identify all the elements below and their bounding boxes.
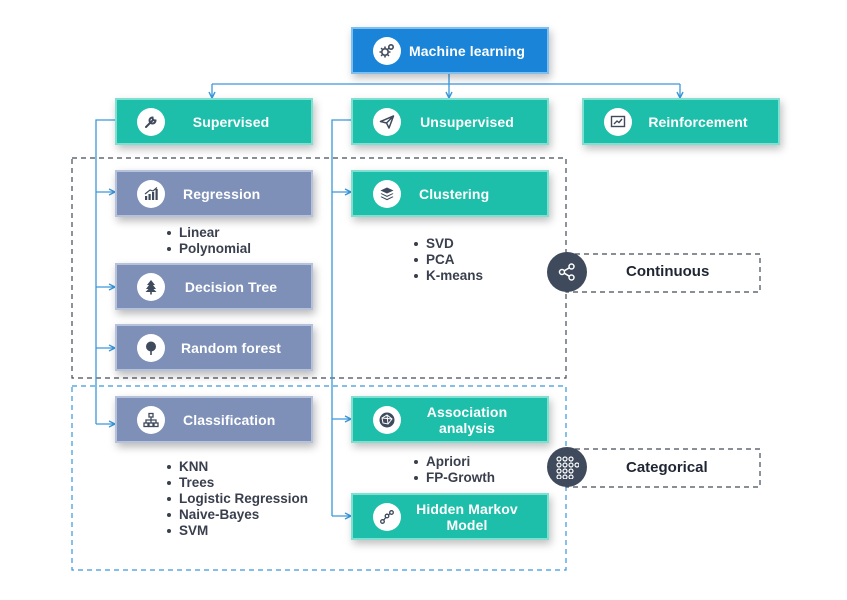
list-item: SVD: [413, 236, 483, 252]
list-item: K-means: [413, 268, 483, 284]
wrench-icon: [137, 107, 165, 136]
list-item: FP-Growth: [413, 470, 495, 486]
gears-icon: [373, 36, 401, 65]
association-analysis-label: Association analysis: [426, 403, 508, 436]
random-forest-node: Random forest: [115, 324, 313, 371]
list-item: KNN: [166, 459, 308, 475]
list-item: Polynomial: [166, 241, 251, 257]
continuous-label: Continuous: [626, 263, 710, 280]
supervised-label: Supervised: [192, 113, 270, 130]
unsupervised-label: Unsupervised: [420, 113, 514, 130]
clustering-label: Clustering: [419, 185, 490, 202]
classification-label: Classification: [183, 411, 276, 428]
reinforcement-label: Reinforcement: [648, 113, 748, 130]
decision-tree-node: Decision Tree: [115, 263, 313, 310]
clustering-list: SVD PCA K-means: [413, 236, 483, 284]
share-icon: [557, 262, 577, 282]
continuous-badge: [547, 252, 587, 292]
association-analysis-node: Association analysis: [351, 396, 549, 443]
list-item: Logistic Regression: [166, 491, 308, 507]
globe-network-icon: [373, 405, 401, 434]
bar-chart-icon: [137, 179, 165, 208]
clustering-node: Clustering: [351, 170, 549, 217]
list-item: Apriori: [413, 454, 495, 470]
hidden-markov-model-label: Hidden Markov Model: [416, 500, 518, 533]
hidden-markov-model-node: Hidden Markov Model: [351, 493, 549, 540]
machine-learning-node: Machine learning: [351, 27, 549, 74]
random-forest-label: Random forest: [180, 339, 282, 356]
classification-list: KNN Trees Logistic Regression Naive-Baye…: [166, 459, 308, 539]
unsupervised-node: Unsupervised: [351, 98, 549, 145]
supervised-node: Supervised: [115, 98, 313, 145]
machine-learning-label: Machine learning: [409, 42, 525, 59]
list-item: Trees: [166, 475, 308, 491]
chart-screen-icon: [604, 107, 632, 136]
tree-icon: [137, 272, 165, 301]
layers-icon: [373, 179, 401, 208]
categorical-badge: [547, 447, 587, 487]
regression-label: Regression: [183, 185, 261, 202]
list-item: SVM: [166, 523, 308, 539]
list-item: PCA: [413, 252, 483, 268]
regression-node: Regression: [115, 170, 313, 217]
regression-list: Linear Polynomial: [166, 225, 251, 257]
dot-grid-icon: [555, 455, 579, 479]
decision-tree-label: Decision Tree: [184, 278, 278, 295]
list-item: Naive-Bayes: [166, 507, 308, 523]
connector-unsupervised-trunk: [331, 119, 352, 516]
paper-plane-icon: [373, 107, 401, 136]
forest-icon: [137, 333, 165, 362]
connector-supervised-trunk: [95, 119, 116, 424]
path-nodes-icon: [373, 502, 401, 531]
list-item: Linear: [166, 225, 251, 241]
hierarchy-icon: [137, 405, 165, 434]
categorical-label: Categorical: [626, 459, 708, 476]
association-list: Apriori FP-Growth: [413, 454, 495, 486]
classification-node: Classification: [115, 396, 313, 443]
reinforcement-node: Reinforcement: [582, 98, 780, 145]
